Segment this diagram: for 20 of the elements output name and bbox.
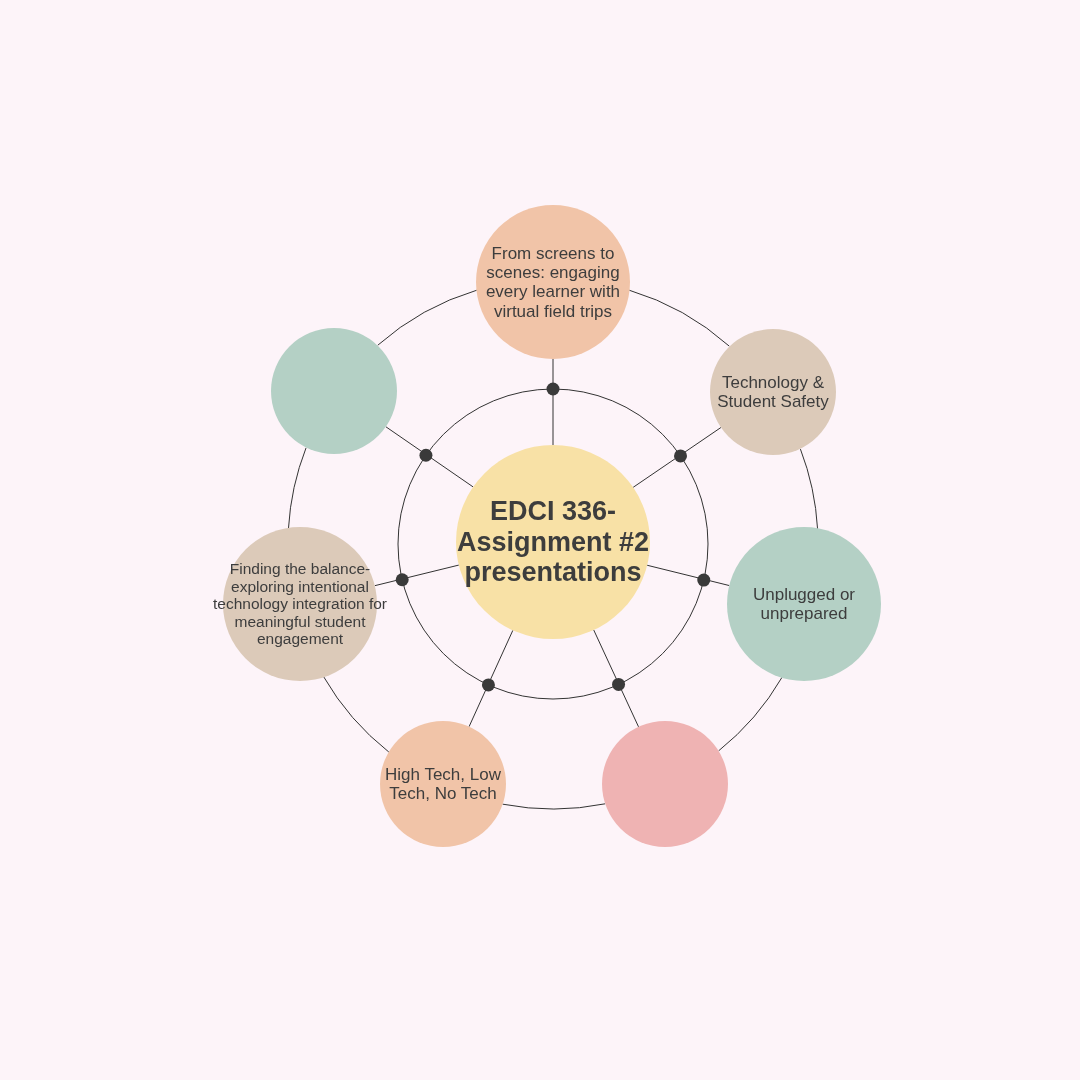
ring-arc-line bbox=[718, 676, 783, 752]
topic-label: Technology & Student Safety bbox=[716, 372, 830, 412]
ring-arc-line bbox=[502, 803, 606, 810]
spoke-line bbox=[632, 427, 722, 488]
spoke-line bbox=[468, 629, 514, 728]
ring-arc-line bbox=[287, 447, 307, 529]
hub-title: EDCI 336- Assignment #2 presentations bbox=[455, 496, 651, 588]
ring-arc-line bbox=[628, 289, 730, 347]
topic-label: Finding the balance- exploring intentional technology integration for meaningful student engagement bbox=[211, 560, 389, 648]
ring-arc-line bbox=[323, 676, 390, 753]
ring-arc-line bbox=[799, 448, 819, 530]
spoke-line bbox=[646, 564, 730, 587]
topic-label: From screens to scenes: engaging every learner with virtual field trips bbox=[484, 243, 622, 321]
spoke-line bbox=[385, 426, 474, 488]
spoke-line bbox=[552, 358, 554, 446]
ring-arc-line bbox=[377, 289, 478, 346]
spoke-line bbox=[593, 629, 640, 728]
topic-label: High Tech, Low Tech, No Tech bbox=[384, 764, 502, 804]
spoke-line bbox=[374, 564, 460, 587]
topic-label: Unplugged or unprepared bbox=[751, 584, 857, 624]
